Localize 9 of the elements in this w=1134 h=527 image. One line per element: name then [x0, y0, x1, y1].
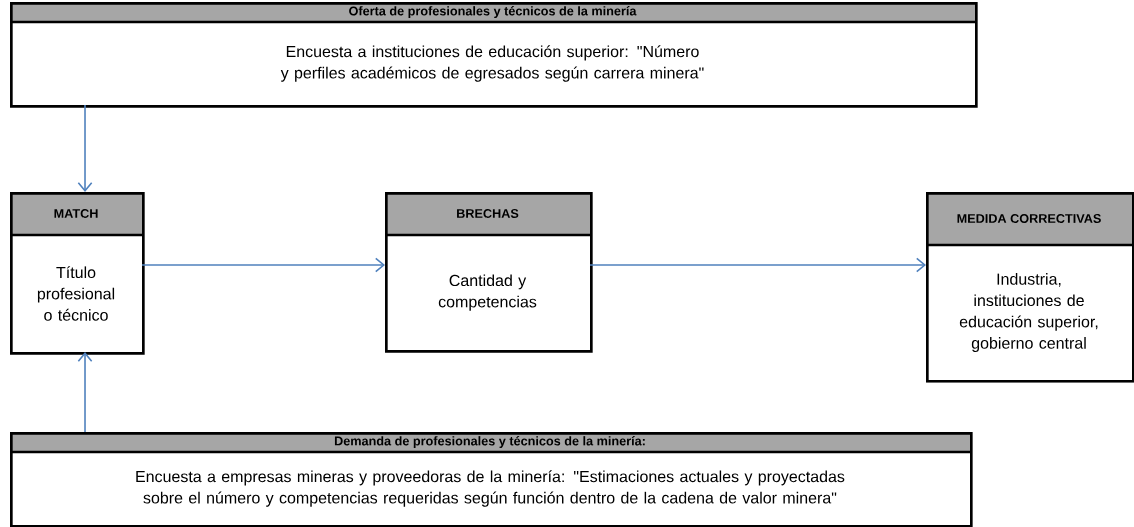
- process-box: BRECHAS Cantidad y competencias: [385, 192, 593, 353]
- arrow: [589, 257, 926, 273]
- arrow: [77, 352, 93, 433]
- arrow: [77, 104, 93, 192]
- arrow: [141, 257, 385, 273]
- survey-box: Demanda de profesionales y técnicos de la minería: Encuesta a empresas mineras y proveedoras de la minería: "Estimaciones actuales y proyectadas sobre el número y competencias requeridas según función dentro de la cadena de valor minera": [10, 432, 973, 527]
- survey-box: Oferta de profesionales y técnicos de la minería Encuesta a instituciones de educación superior: "Número y perfiles académicos de egresados según carrera minera": [10, 2, 978, 108]
- process-box: MEDIDA CORRECTIVAS Industria, instituciones de educación superior, gobierno central: [926, 192, 1134, 383]
- process-box: MATCH Título profesional o técnico: [10, 192, 145, 355]
